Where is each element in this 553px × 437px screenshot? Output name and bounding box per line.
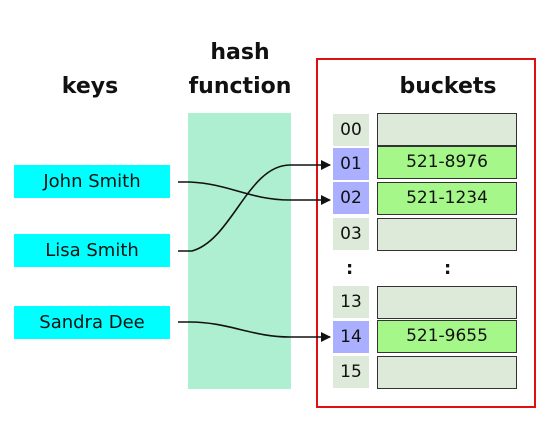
arrow-sandra-dee-to-14: [178, 321, 331, 342]
bucket-cell-14: 521-9655: [377, 320, 517, 353]
cell-ellipsis: :: [444, 258, 452, 279]
buckets-frame: [316, 58, 536, 408]
bucket-index-14: 14: [333, 321, 369, 353]
bucket-cell-13: [377, 286, 517, 319]
bucket-index-13: 13: [333, 286, 369, 318]
hash-heading-line1: hash: [210, 40, 270, 65]
hash-function-band: [188, 113, 291, 389]
bucket-index-15: 15: [333, 356, 369, 388]
bucket-cell-03: [377, 218, 517, 251]
key-john-smith: John Smith: [14, 165, 170, 198]
key-sandra-dee: Sandra Dee: [14, 306, 170, 339]
arrow-john-smith-to-02: [178, 181, 331, 205]
bucket-cell-02: 521-1234: [377, 182, 517, 215]
bucket-cell-00: [377, 113, 517, 146]
bucket-cell-01: 521-8976: [377, 146, 517, 179]
hash-heading-line2: function: [188, 74, 292, 99]
index-ellipsis: :: [346, 258, 354, 279]
bucket-cell-15: [377, 356, 517, 389]
bucket-index-01: 01: [333, 148, 369, 180]
buckets-heading: buckets: [399, 74, 497, 99]
key-lisa-smith: Lisa Smith: [14, 234, 170, 267]
bucket-index-02: 02: [333, 182, 369, 214]
bucket-index-03: 03: [333, 218, 369, 250]
keys-heading: keys: [61, 74, 119, 99]
arrow-lisa-smith-to-01: [178, 160, 331, 252]
bucket-index-00: 00: [333, 114, 369, 146]
